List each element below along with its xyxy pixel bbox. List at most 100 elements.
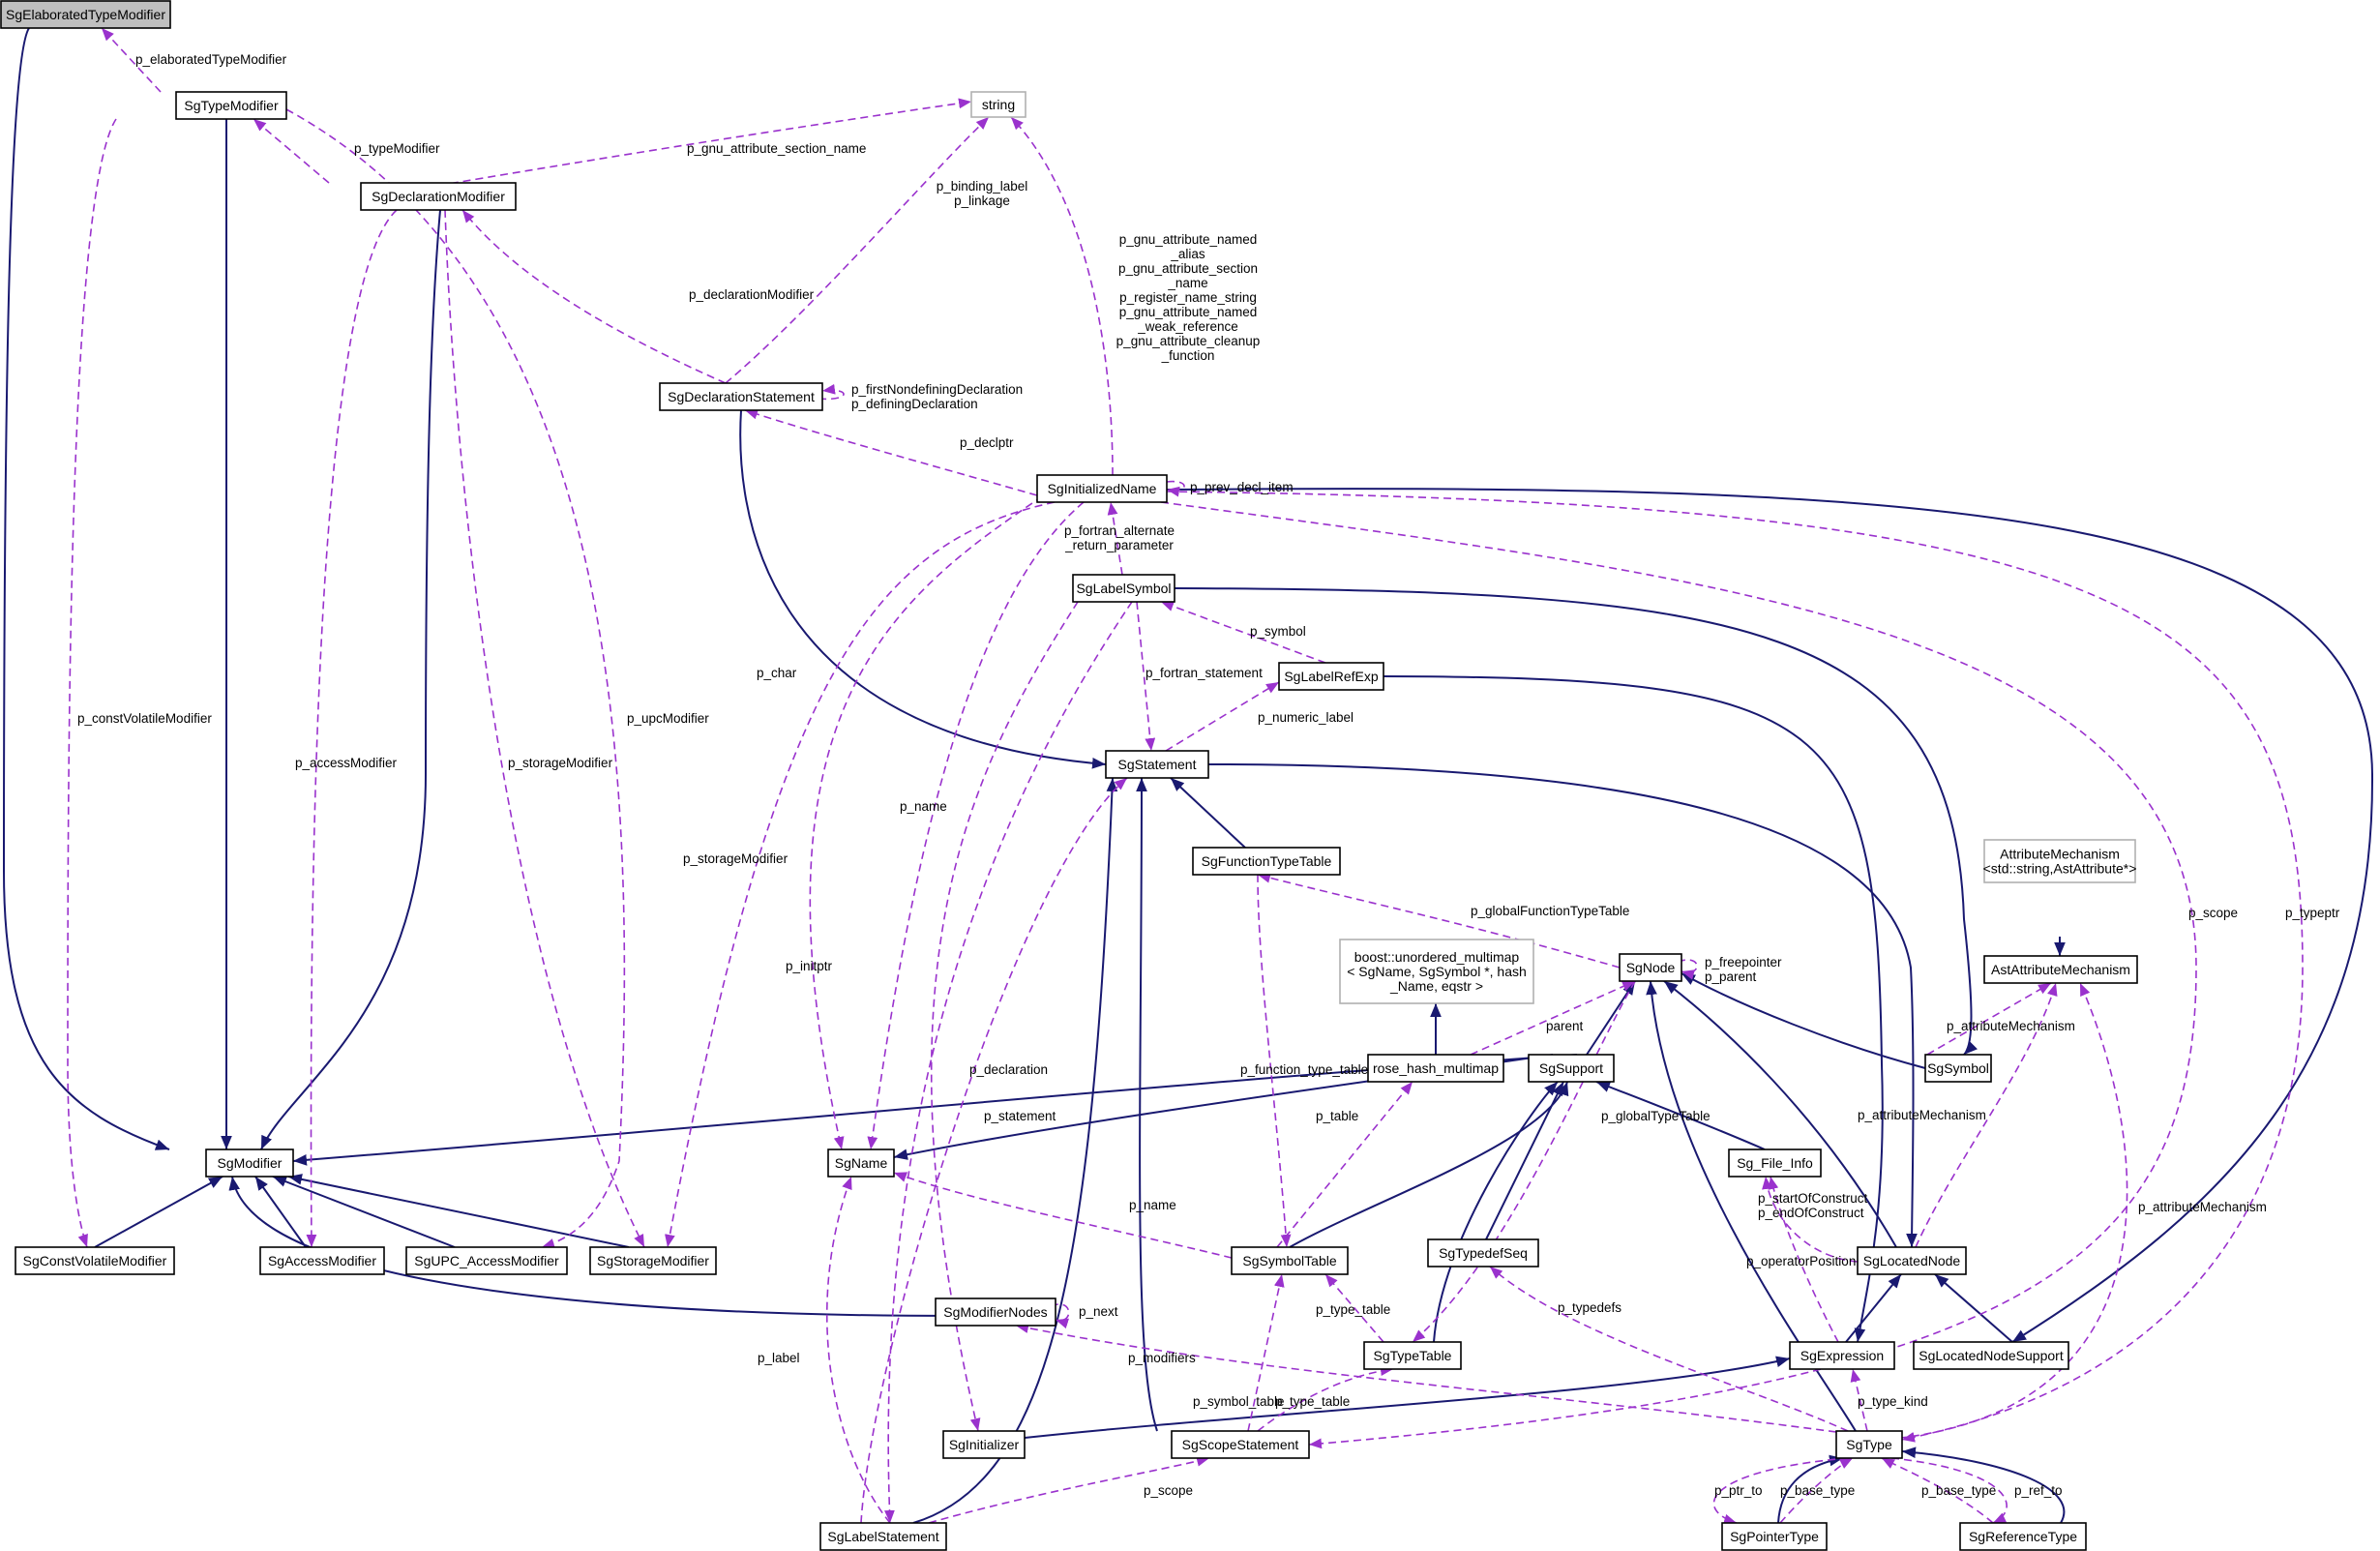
usage-edge-67 xyxy=(1762,1176,1859,1263)
edge-label-p-ref-to: p_ref_to xyxy=(2014,1483,2063,1498)
edge-label-p-operatorposition: p_operatorPosition xyxy=(1746,1254,1856,1268)
inheritance-edge-3 xyxy=(94,1176,223,1248)
class-node-sgconstvolatilemodifier[interactable]: SgConstVolatileModifier xyxy=(15,1246,175,1275)
edge-label-text: p_startOfConstruct xyxy=(1758,1191,1868,1206)
edge-label-p-typedefs: p_typedefs xyxy=(1558,1300,1621,1315)
node-label: AttributeMechanism xyxy=(2000,847,2120,862)
class-node-sglocatednode[interactable]: SgLocatedNode xyxy=(1857,1246,1967,1275)
class-node-sgtypetable[interactable]: SgTypeTable xyxy=(1363,1341,1462,1370)
class-node-astattributemechanism[interactable]: AstAttributeMechanism xyxy=(1983,955,2138,984)
edge-label-p-symbol: p_symbol xyxy=(1250,624,1306,639)
edge-label-text: p_type_table xyxy=(1275,1394,1350,1409)
edge-label-p-function-type-table: p_function_type_table xyxy=(1240,1062,1368,1077)
usage-edge-38 xyxy=(461,209,727,384)
usage-edge-55 xyxy=(1257,873,1621,969)
node-box xyxy=(1363,1341,1462,1370)
node-box xyxy=(1913,1341,2069,1370)
node-box xyxy=(819,1522,947,1551)
class-node-sgstatement[interactable]: SgStatement xyxy=(1105,750,1209,779)
edge-label-text: p_definingDeclaration xyxy=(851,397,978,411)
class-node-sgaccessmodifier[interactable]: SgAccessModifier xyxy=(259,1246,385,1275)
node-box xyxy=(1105,750,1209,779)
class-node-sginitializedname[interactable]: SgInitializedName xyxy=(1036,474,1168,503)
node-box xyxy=(1619,953,1682,982)
class-node-sgsupport[interactable]: SgSupport xyxy=(1528,1054,1615,1083)
class-node-sgexpression[interactable]: SgExpression xyxy=(1789,1341,1895,1370)
usage-edge-56 xyxy=(1677,959,1698,980)
inheritance-edge-20 xyxy=(1681,972,1926,1069)
class-node-sgsymbol[interactable]: SgSymbol xyxy=(1924,1054,1992,1083)
edge-label-text: p_storageModifier xyxy=(683,851,788,866)
class-node-sgscopestatement[interactable]: SgScopeStatement xyxy=(1171,1430,1310,1459)
edge-label-text: p_upcModifier xyxy=(627,711,709,726)
node-label: SgSymbol xyxy=(1927,1060,1989,1076)
class-node-sglabelrefexp[interactable]: SgLabelRefExp xyxy=(1278,662,1384,691)
class-node-sgsymboltable[interactable]: SgSymbolTable xyxy=(1231,1246,1349,1275)
node-box xyxy=(1171,1430,1310,1459)
inheritance-edge-19 xyxy=(1586,980,1636,1056)
node-label: SgExpression xyxy=(1800,1348,1884,1363)
edge-label-p-name-2: p_name xyxy=(1129,1198,1176,1212)
class-node-attributemechanism[interactable]: AttributeMechanism<std::string,AstAttrib… xyxy=(1983,839,2137,883)
class-node-sgtypemodifier[interactable]: SgTypeModifier xyxy=(175,91,287,120)
inheritance-edge-26 xyxy=(1845,1273,1902,1343)
class-node-sgupc-accessmodifier[interactable]: SgUPC_AccessModifier xyxy=(405,1246,568,1275)
class-node-sgdeclarationmodifier[interactable]: SgDeclarationModifier xyxy=(360,182,517,211)
edge-label-text: p_declarationModifier xyxy=(689,287,815,302)
edge-label-text: p_gnu_attribute_named xyxy=(1119,232,1258,247)
class-node-rose-hash-multimap[interactable]: rose_hash_multimap xyxy=(1367,1054,1504,1083)
usage-edge-81 xyxy=(1881,1457,1994,1524)
edge-label-p-base-type-2: p_base_type xyxy=(1921,1483,1996,1498)
class-node-sgfunctiontypetable[interactable]: SgFunctionTypeTable xyxy=(1192,847,1341,876)
edge-label-p-attributemechanism-3: p_attributeMechanism xyxy=(2138,1200,2267,1214)
class-node-sgreferencetype[interactable]: SgReferenceType xyxy=(1959,1522,2087,1551)
class-node-sgtypedefseq[interactable]: SgTypedefSeq xyxy=(1427,1238,1539,1268)
usage-edge-73 xyxy=(825,1176,891,1524)
edge-label-p-storagemodifier-1: p_storageModifier xyxy=(508,756,613,770)
inheritance-edge-23 xyxy=(1174,587,1978,1056)
usage-edge-34 xyxy=(253,118,330,184)
usage-edge-50 xyxy=(809,474,1075,1150)
usage-edge-48 xyxy=(444,209,645,1248)
class-node-string[interactable]: string xyxy=(970,91,1026,118)
node-box xyxy=(827,1148,895,1178)
node-box xyxy=(1983,955,2138,984)
class-node-sgtype[interactable]: SgType xyxy=(1835,1430,1903,1459)
class-node-sgname[interactable]: SgName xyxy=(827,1148,895,1178)
usage-edge-41 xyxy=(1166,480,1185,497)
inheritance-edge-28 xyxy=(1166,488,2374,1343)
edge-label-text: p_fortran_statement xyxy=(1145,666,1263,680)
diagram-edges xyxy=(2,27,2374,1525)
edge-label-p-fortran-alternate: p_fortran_alternate_return_parameter xyxy=(1064,523,1175,552)
class-node-sgdeclarationstatement[interactable]: SgDeclarationStatement xyxy=(659,382,823,411)
class-node-sginitializer[interactable]: SgInitializer xyxy=(942,1430,1026,1459)
class-node-sglabelstatement[interactable]: SgLabelStatement xyxy=(819,1522,947,1551)
edge-label-p-gnu-attribute-section-name: p_gnu_attribute_section_name xyxy=(687,141,866,156)
node-box xyxy=(1835,1430,1903,1459)
node-label: SgConstVolatileModifier xyxy=(23,1253,167,1268)
class-node-sglocatednodesupport[interactable]: SgLocatedNodeSupport xyxy=(1913,1341,2069,1370)
edge-label-text: p_function_type_table xyxy=(1240,1062,1368,1077)
class-node-sgmodifiernodes[interactable]: SgModifierNodes xyxy=(935,1297,1056,1327)
usage-edge-43 xyxy=(1160,601,1326,664)
edge-label-text: p_attributeMechanism xyxy=(1858,1108,1986,1122)
edge-label-p-elaboratedtypemodifier: p_elaboratedTypeModifier xyxy=(135,52,287,67)
inheritance-edge-30 xyxy=(1777,1454,1844,1524)
node-label: SgAccessModifier xyxy=(268,1253,376,1268)
usage-edge-71 xyxy=(1324,1273,1384,1343)
node-box xyxy=(1339,939,1534,1004)
inheritance-edge-2 xyxy=(260,209,441,1150)
class-node-sglabelsymbol[interactable]: SgLabelSymbol xyxy=(1072,574,1175,603)
inheritance-edge-0 xyxy=(2,27,170,1150)
class-node-sgpointertype[interactable]: SgPointerType xyxy=(1721,1522,1828,1551)
class-node-sgelaboratedtypemodifier[interactable]: SgElaboratedTypeModifier xyxy=(0,0,171,29)
class-node-sgmodifier[interactable]: SgModifier xyxy=(205,1148,294,1178)
node-label: SgLocatedNodeSupport xyxy=(1919,1348,2064,1363)
edge-label-text: p_binding_label xyxy=(937,179,1028,194)
class-node-sgstoragemodifier[interactable]: SgStorageModifier xyxy=(589,1246,717,1275)
class-node-boost-unordered-multimap[interactable]: boost::unordered_multimap< SgName, SgSym… xyxy=(1339,939,1534,1004)
class-node-sgnode[interactable]: SgNode xyxy=(1619,953,1682,982)
class-node-sg-file-info[interactable]: Sg_File_Info xyxy=(1728,1148,1822,1178)
edge-label-text: p_gnu_attribute_named xyxy=(1119,305,1258,319)
